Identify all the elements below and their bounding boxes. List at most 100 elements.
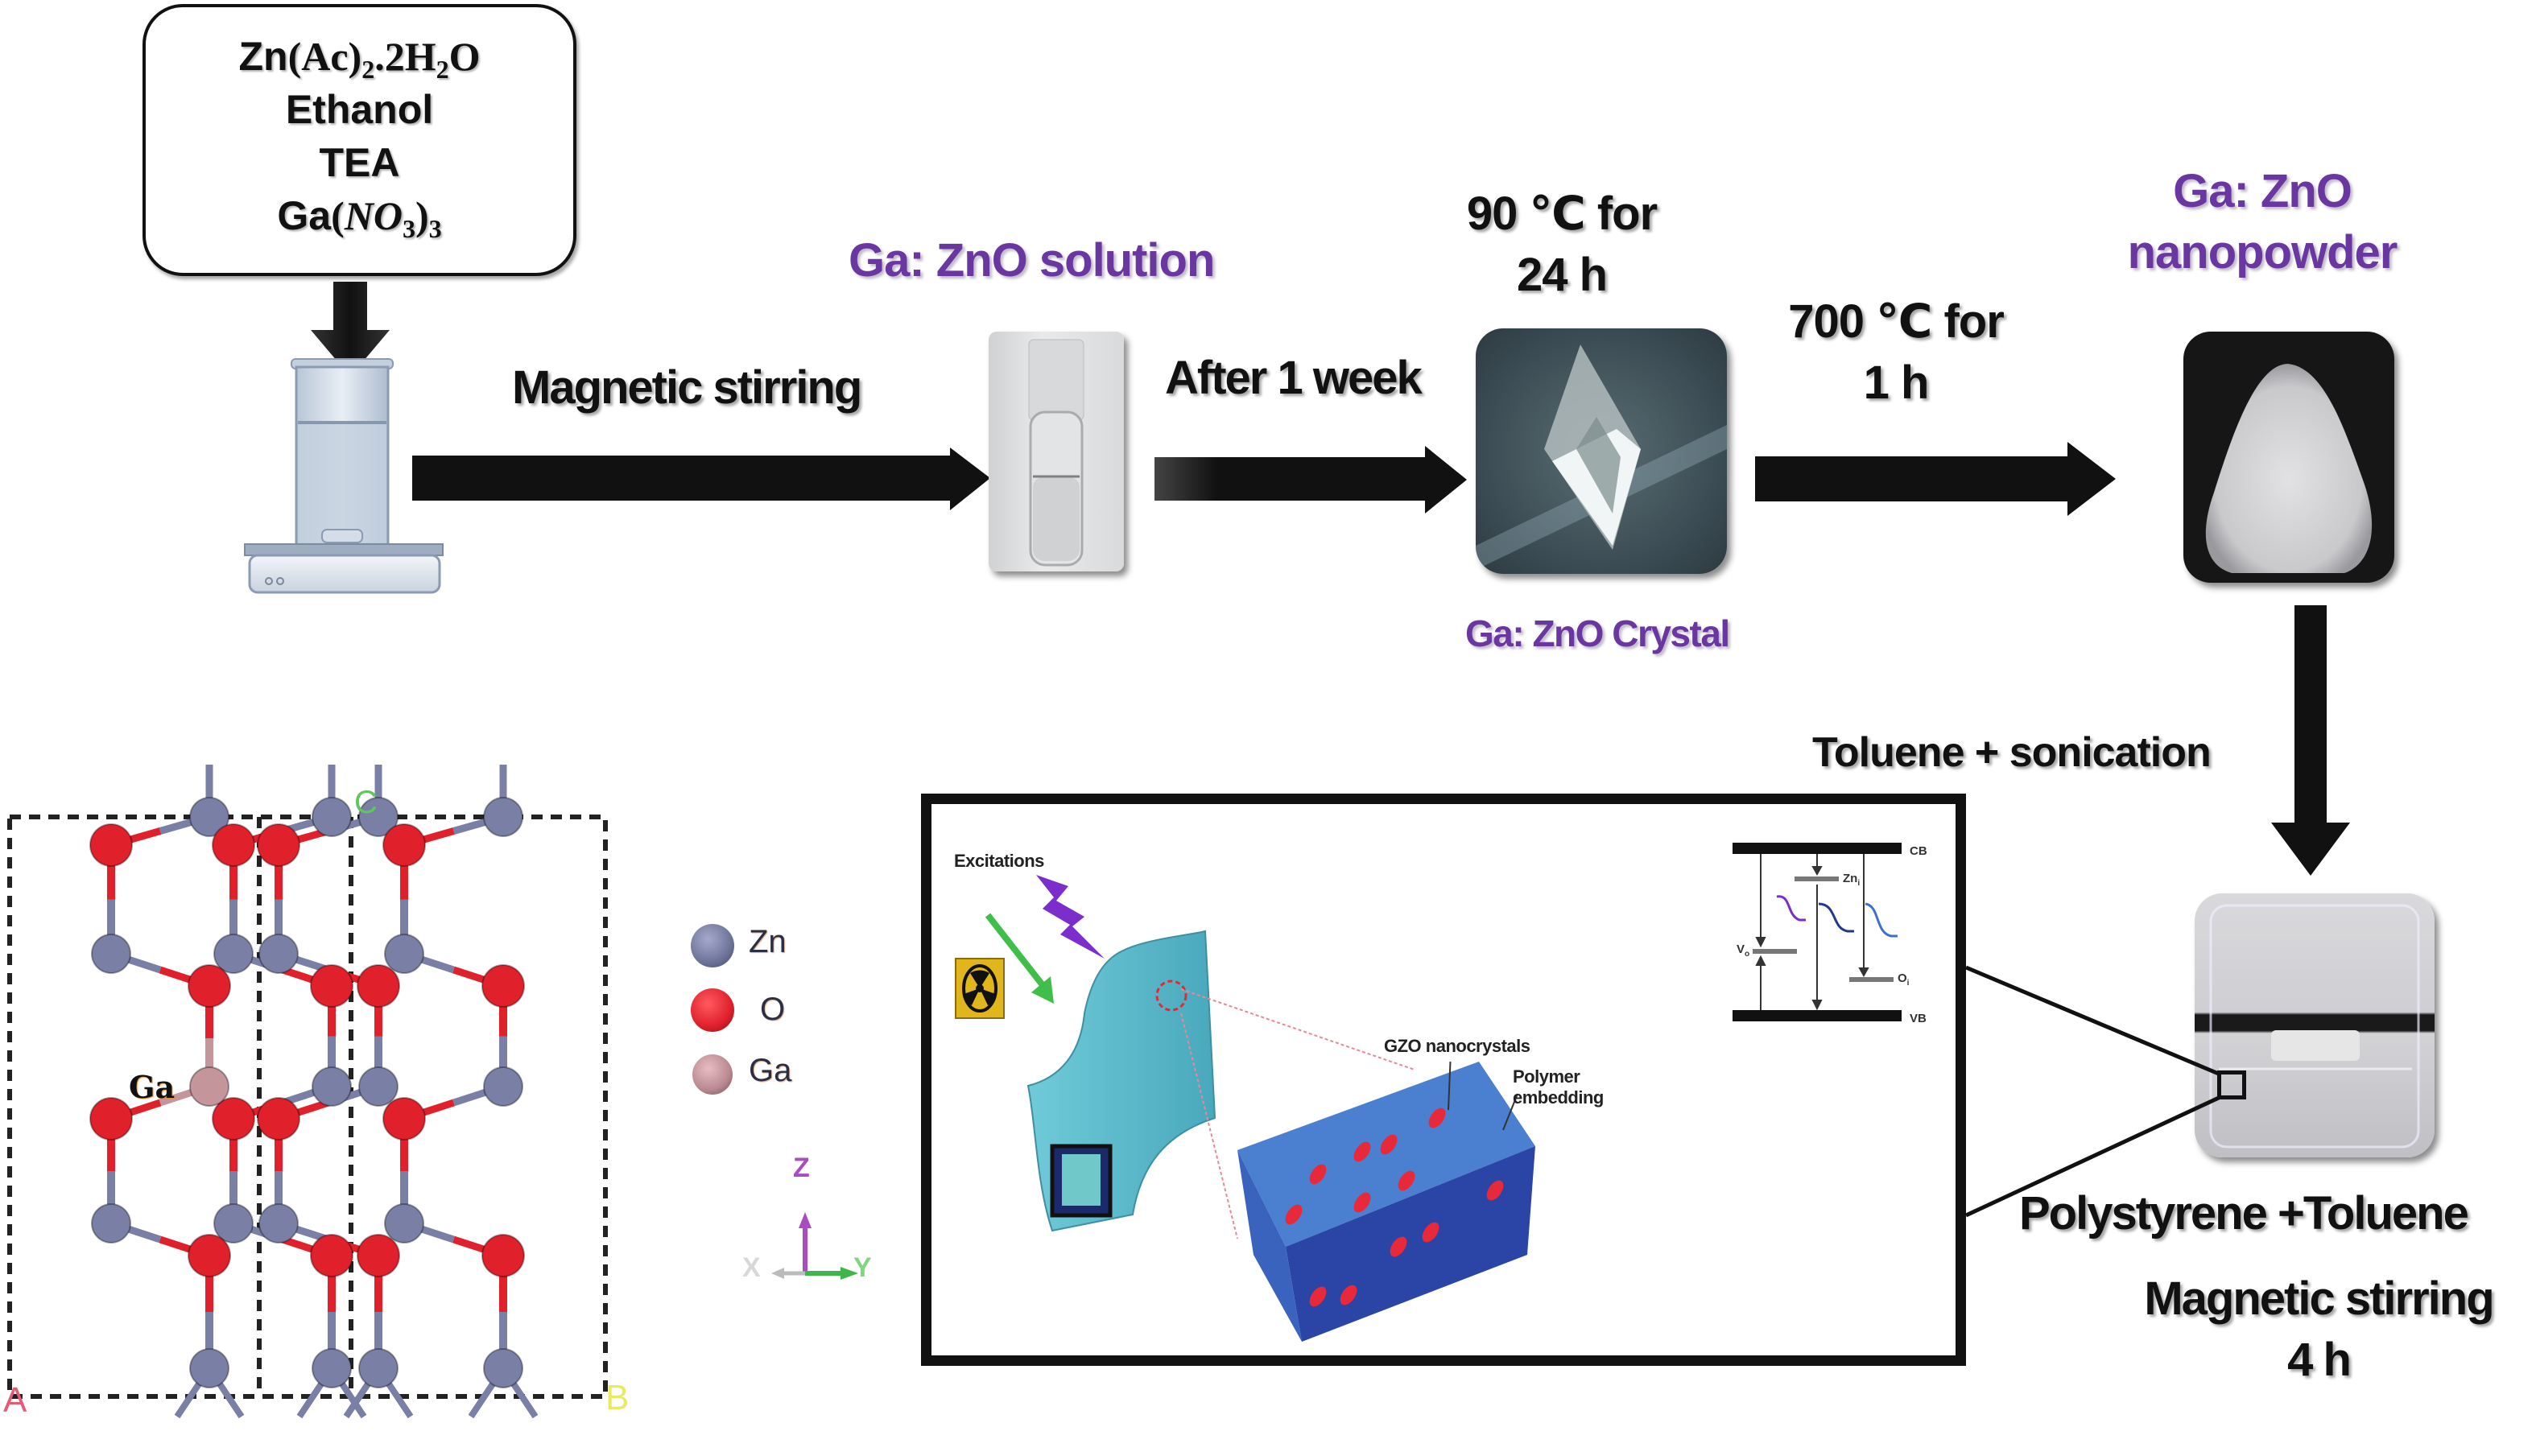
nanocrystal xyxy=(1353,1192,1371,1213)
nanocrystal xyxy=(1380,1134,1398,1155)
flexible-film-icon xyxy=(1026,930,1216,1232)
nanocrystal xyxy=(1428,1107,1446,1128)
solution-label: Ga: ZnO solution xyxy=(849,234,1215,287)
ga-dopant-label: Ga xyxy=(129,1069,176,1105)
zinc-atom xyxy=(213,934,254,974)
heat-step-1-temp: 90 ℃ for xyxy=(1466,188,1658,240)
nanopowder-label: Ga: ZnO nanopowder xyxy=(2109,161,2415,283)
oxygen-atom xyxy=(382,823,426,867)
axis-z-label: Z xyxy=(793,1153,810,1183)
conduction-band xyxy=(1733,843,1902,854)
heat-step-2-label: 700 ℃ for 1 h xyxy=(1771,291,2021,414)
zinc-atom xyxy=(483,1066,523,1107)
heat-step-1-time: 24 h xyxy=(1516,249,1608,301)
reagent-tea: TEA xyxy=(319,140,400,185)
reagent-ethanol: Ethanol xyxy=(285,87,434,132)
band-diagram xyxy=(1733,843,1902,1021)
cb-label: CB xyxy=(1910,844,1927,858)
nanocrystal xyxy=(1486,1180,1504,1201)
down-arrow-reagents xyxy=(311,282,390,377)
crystal-structure-model: C xyxy=(7,765,608,1419)
final-stirring-label: Magnetic stirring 4 h xyxy=(2109,1268,2528,1391)
excitations-label: Excitations xyxy=(954,851,1044,871)
reagent-gallium-nitrate: Ga(NO3)3 xyxy=(277,193,442,243)
vb-label: VB xyxy=(1910,1012,1927,1025)
beaker-stirrer-icon xyxy=(244,358,444,594)
zinc-atom xyxy=(483,797,523,837)
heat-step-1-label: 90 ℃ for 24 h xyxy=(1449,184,1675,306)
green-excitation-arrow xyxy=(985,913,1054,1004)
zinc-atom xyxy=(358,1066,399,1107)
oxygen-atom xyxy=(357,964,400,1008)
step-magnetic-stirring-label: Magnetic stirring xyxy=(512,361,862,414)
oxygen-atom xyxy=(188,964,231,1008)
lightning-bolt-icon xyxy=(1036,875,1105,959)
oxygen-atom xyxy=(310,1234,353,1277)
arrow-crystal-to-powder xyxy=(1755,442,2116,516)
cell-corner-c: C xyxy=(354,785,378,820)
gallium-atom xyxy=(189,1066,229,1107)
oxygen-atom xyxy=(89,1097,133,1140)
legend-ga-label: Ga xyxy=(749,1053,792,1088)
polymer-label-line2: embedding xyxy=(1513,1087,1604,1107)
solution-vial-photo xyxy=(989,332,1124,571)
zinc-atom xyxy=(258,1203,299,1244)
nanocrystal xyxy=(1309,1164,1327,1185)
nanocrystal xyxy=(1309,1286,1327,1307)
oxygen-atom xyxy=(257,823,300,867)
zinc-atom xyxy=(91,934,131,974)
zoom-region-marker xyxy=(2217,1070,2246,1099)
oxygen-atom xyxy=(357,1234,400,1277)
zoom-connector-lines xyxy=(1964,965,2222,1218)
radiation-icon xyxy=(955,958,1005,1019)
zinc-atom xyxy=(91,1203,131,1244)
zinc-atom xyxy=(258,934,299,974)
crystal-photo xyxy=(1476,328,1727,574)
oxygen-atom xyxy=(481,1234,525,1277)
polymer-block-icon xyxy=(1237,1062,1535,1342)
zinc-atom xyxy=(384,1203,424,1244)
axis-x-label: X xyxy=(742,1252,761,1283)
nanocrystal xyxy=(1340,1285,1357,1305)
oxygen-atom xyxy=(212,1097,255,1140)
oxygen-atom xyxy=(382,1097,426,1140)
nanopowder-label-line1: Ga: ZnO xyxy=(2173,165,2352,217)
oxygen-atom xyxy=(257,1097,300,1140)
zinc-atom xyxy=(483,1348,523,1388)
polymer-embedding-label: Polymer embedding xyxy=(1513,1066,1604,1108)
heat-step-2-time: 1 h xyxy=(1863,357,1930,409)
nanocrystal xyxy=(1285,1204,1303,1225)
heat-step-2-temp: 700 ℃ for xyxy=(1788,295,2005,348)
nanopowder-photo xyxy=(2183,332,2394,583)
cell-corner-a: A xyxy=(3,1380,27,1420)
polymer-label-line1: Polymer xyxy=(1513,1066,1580,1087)
zinc-atom xyxy=(358,1348,399,1388)
axis-triad-icon xyxy=(771,1212,858,1280)
step-after-week-label: After 1 week xyxy=(1165,352,1423,404)
oxygen-atom xyxy=(481,964,525,1008)
nanocrystal xyxy=(1398,1170,1415,1191)
legend-o-label: O xyxy=(760,992,786,1027)
oxygen-atom xyxy=(212,823,255,867)
valence-band xyxy=(1733,1010,1902,1021)
oxygen-atom xyxy=(89,823,133,867)
zinc-atom xyxy=(312,1348,352,1388)
zinc-atom xyxy=(312,1066,352,1107)
axis-y-label: Y xyxy=(853,1252,872,1283)
composite-beaker-photo xyxy=(2195,893,2435,1157)
nanocrystal xyxy=(1390,1236,1407,1257)
arrow-stirring-to-solution xyxy=(412,448,990,510)
final-stirring-text: Magnetic stirring xyxy=(2144,1272,2494,1325)
film-zoom-guides xyxy=(1180,988,1415,1239)
zinc-atom xyxy=(358,797,399,837)
zinc-atom xyxy=(384,934,424,974)
o-interstitial-level xyxy=(1849,977,1894,982)
unit-cell-boundary xyxy=(7,815,608,1399)
legend-o-atom-icon xyxy=(691,988,734,1032)
zn-interstitial-level xyxy=(1795,876,1839,881)
zinc-atom xyxy=(189,1348,229,1388)
nanocrystal xyxy=(1422,1222,1439,1243)
reagent-zinc-acetate: Zn(Ac)2.2H2O xyxy=(238,34,481,84)
final-stirring-time: 4 h xyxy=(2287,1334,2352,1386)
legend-zn-atom-icon xyxy=(691,924,734,967)
